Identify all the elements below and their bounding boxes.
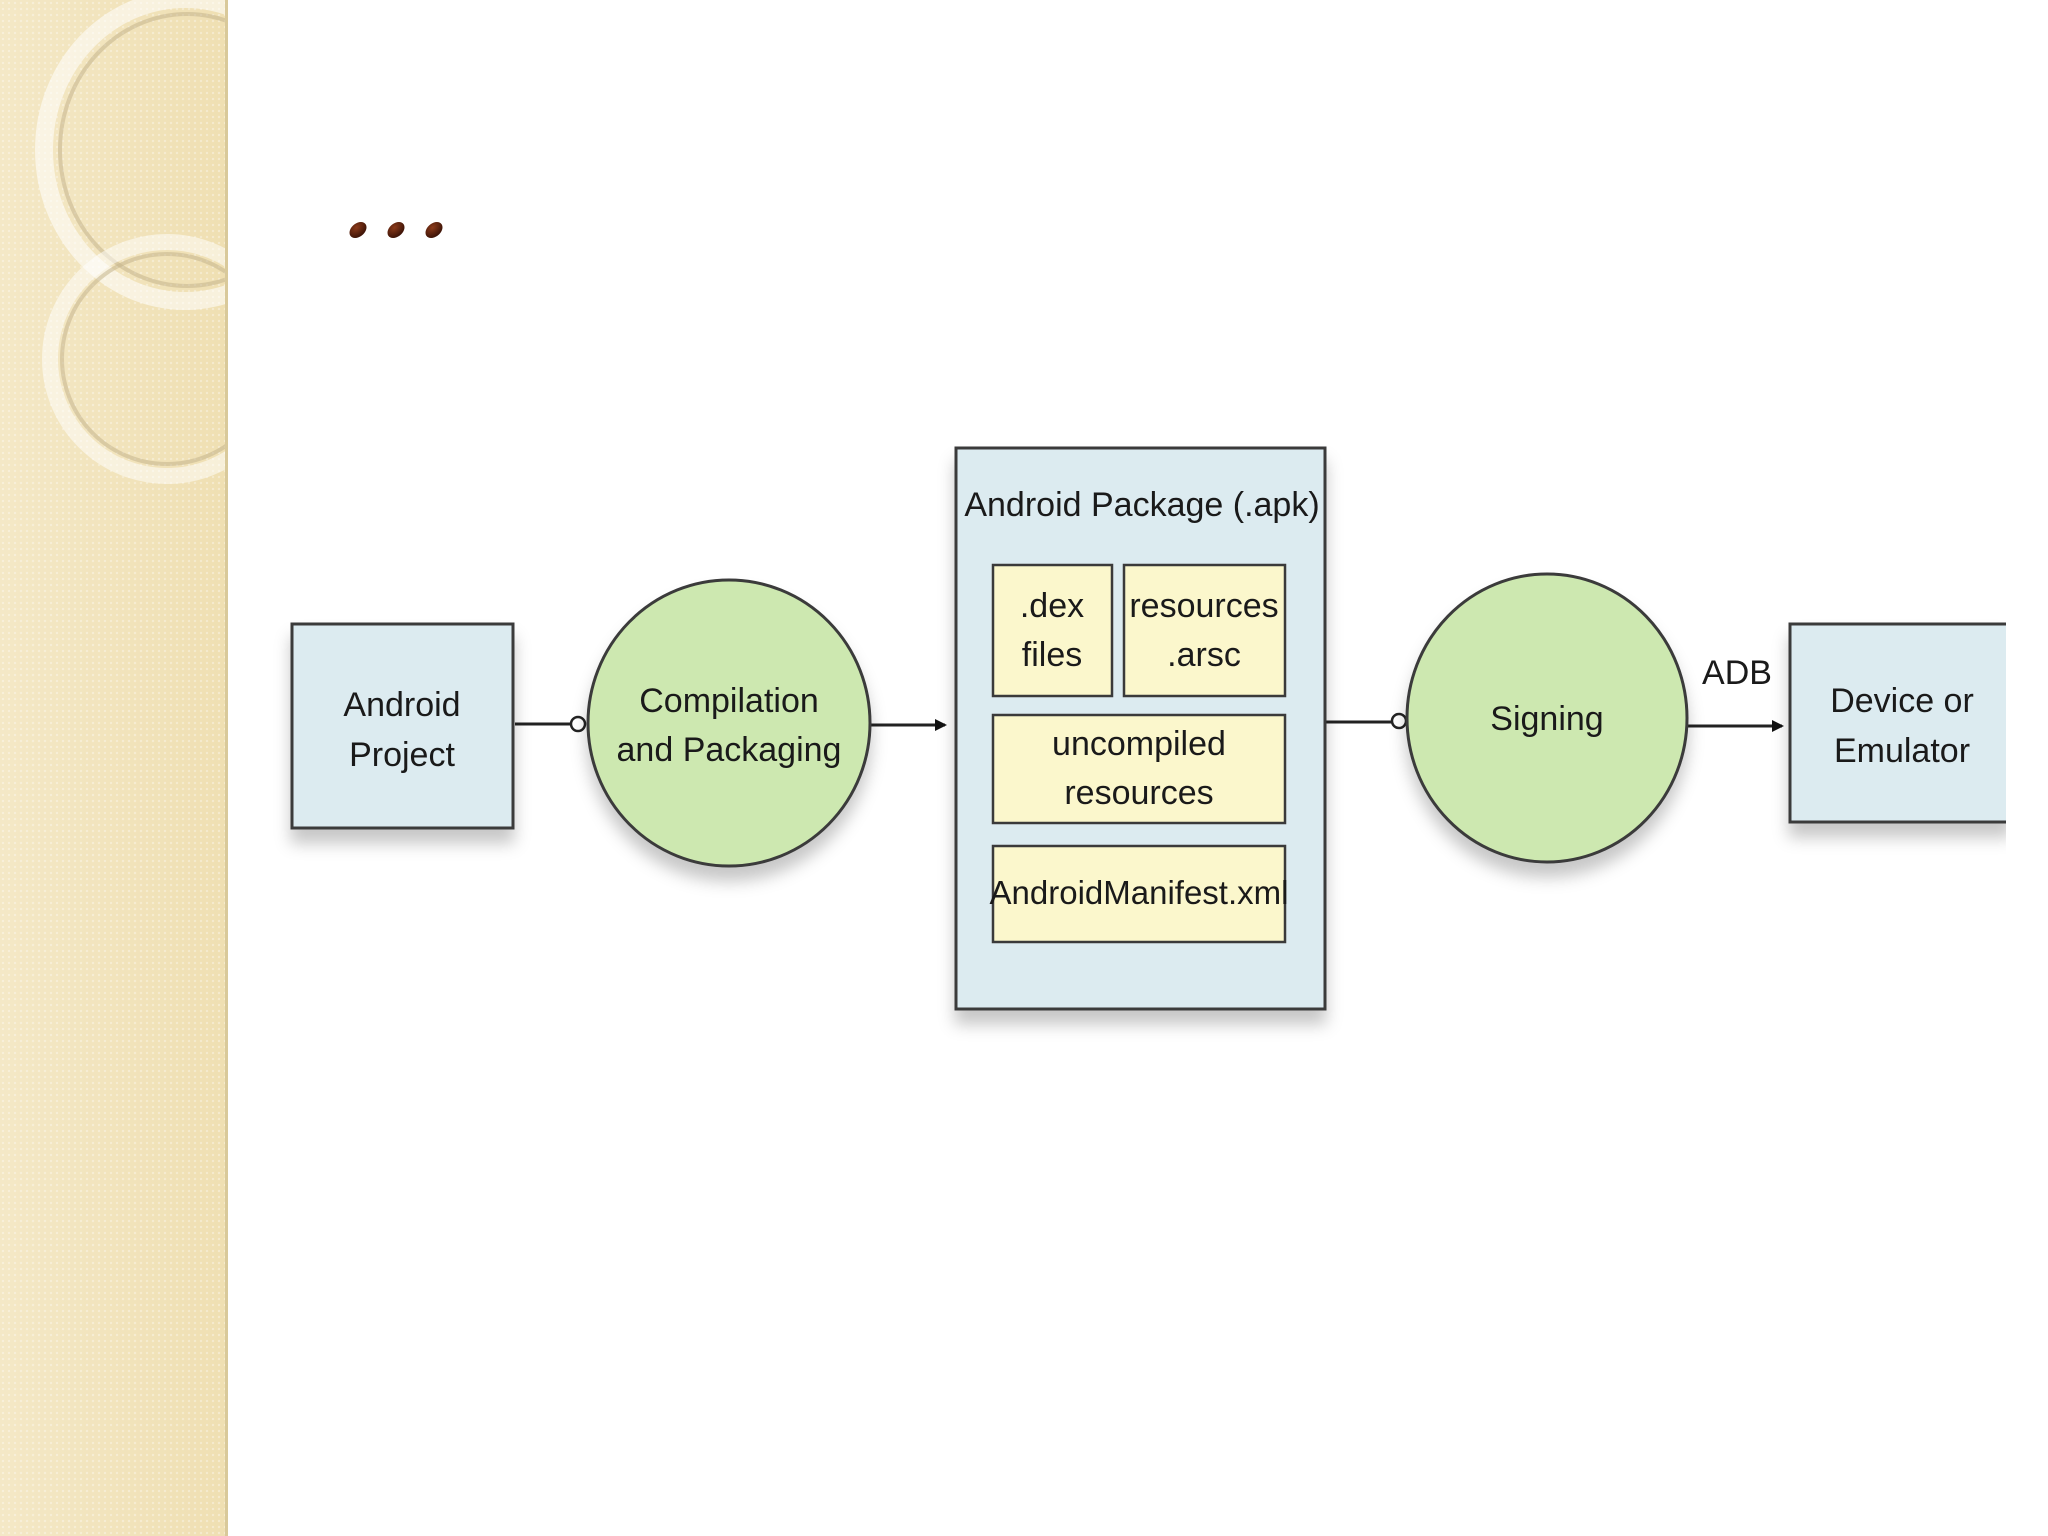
uncompiled-resources-label-line1: uncompiled [1052, 725, 1226, 763]
resources-arsc-box [1122, 563, 1287, 698]
dex-files-box [991, 563, 1114, 698]
android-project-node [290, 622, 515, 830]
manifest-box [991, 844, 1287, 944]
compilation-label-line2: and Packaging [617, 731, 842, 769]
device-label-line1: Device or [1830, 682, 1974, 720]
uncompiled-resources-label-line2: resources [1064, 774, 1213, 812]
compilation-label-line1: Compilation [639, 682, 819, 720]
right-clip-mask [2006, 600, 2048, 920]
side-band-edge [225, 0, 228, 1536]
device-label-line2: Emulator [1834, 732, 1970, 770]
android-project-label-line1: Android [343, 686, 460, 724]
dex-files-label-line1: .dex [1020, 587, 1084, 625]
adb-label: ADB [1702, 654, 1772, 692]
resources-arsc-label-line2: .arsc [1167, 636, 1241, 674]
resources-arsc-label-line1: resources [1129, 587, 1278, 625]
decorative-side-band [0, 0, 227, 1536]
connector-end-circle [1390, 712, 1408, 730]
manifest-label: AndroidManifest.xml [990, 874, 1289, 911]
uncompiled-resources-box [991, 713, 1287, 825]
android-project-label-line2: Project [349, 736, 455, 774]
apk-title: Android Package (.apk) [964, 486, 1319, 524]
compilation-node [586, 578, 872, 868]
dex-files-label-line2: files [1022, 636, 1082, 674]
signing-label: Signing [1490, 700, 1603, 738]
signing-node [1405, 572, 1689, 864]
connector-end-circle [569, 715, 587, 733]
device-node [1788, 622, 2012, 824]
